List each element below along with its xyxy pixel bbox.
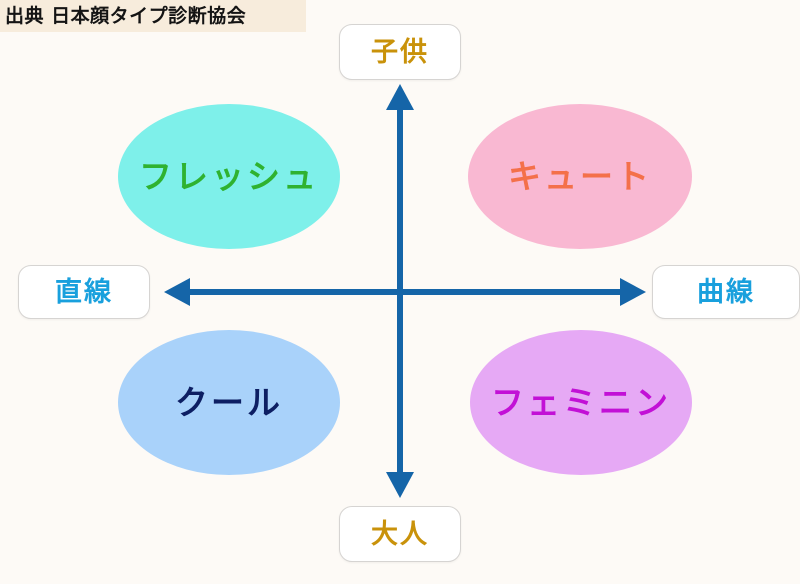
arrowhead-left-icon	[164, 278, 190, 306]
axis-label-child[interactable]: 子供	[339, 24, 461, 80]
quadrant-cool-label: クール	[175, 383, 283, 422]
quadrant-feminine-label: フェミニン	[491, 383, 671, 422]
axis-label-child-text: 子供	[371, 36, 429, 68]
axis-label-curve[interactable]: 曲線	[652, 265, 800, 319]
quadrant-cute-label: キュート	[508, 157, 652, 196]
source-credit-band: 出典 日本顔タイプ診断協会	[0, 0, 306, 32]
arrowhead-down-icon	[386, 472, 414, 498]
axis-label-straight[interactable]: 直線	[18, 265, 150, 319]
arrowhead-right-icon	[620, 278, 646, 306]
axis-label-curve-text: 曲線	[697, 276, 755, 308]
quadrant-feminine[interactable]: フェミニン	[470, 330, 692, 475]
quadrant-fresh[interactable]: フレッシュ	[118, 104, 340, 249]
axis-label-adult[interactable]: 大人	[339, 506, 461, 562]
quadrant-cute[interactable]: キュート	[468, 104, 692, 249]
source-credit-text: 出典 日本顔タイプ診断協会	[5, 4, 247, 27]
quadrant-cool[interactable]: クール	[118, 330, 340, 475]
quadrant-fresh-label: フレッシュ	[139, 157, 319, 196]
arrowhead-up-icon	[386, 84, 414, 110]
axis-label-adult-text: 大人	[371, 518, 429, 550]
axis-label-straight-text: 直線	[55, 276, 113, 308]
